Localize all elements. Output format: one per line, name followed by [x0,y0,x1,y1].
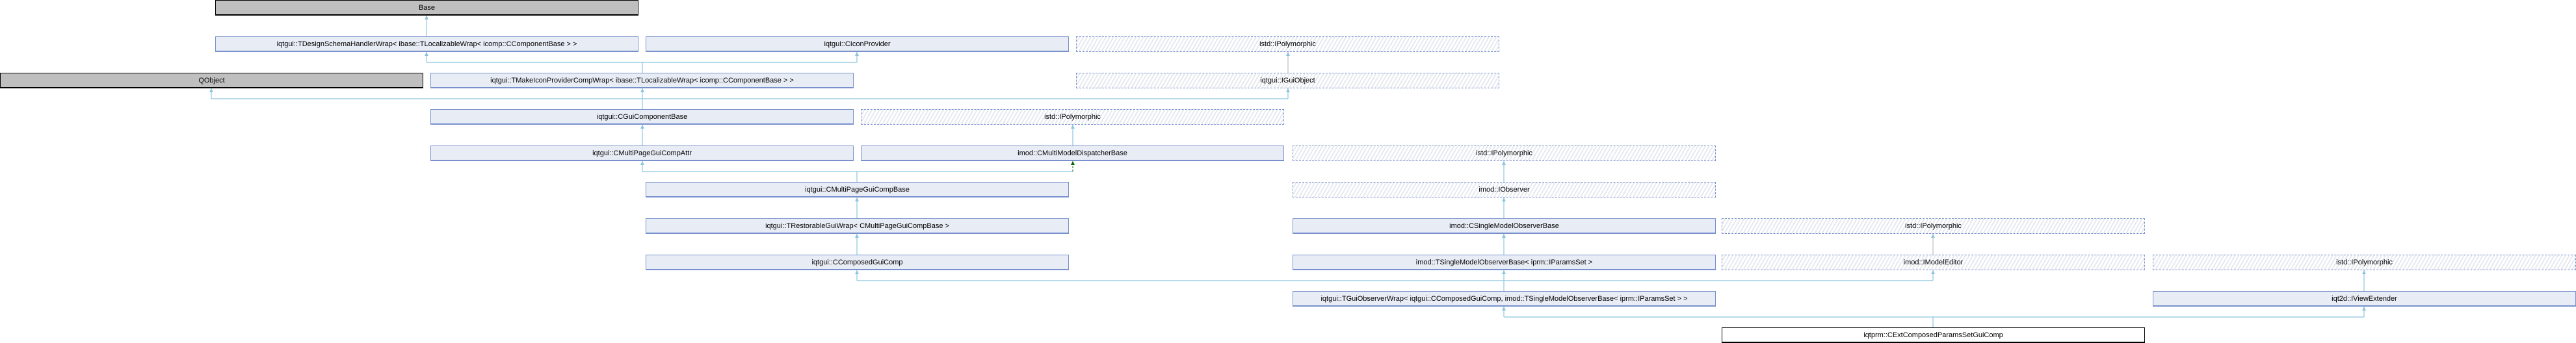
class-node-polymorphic[interactable]: istd::IPolymorphic [2153,255,2576,270]
edge-guicomponentbase-parents [211,88,1289,109]
class-node-tsingle-model-observer-base[interactable]: imod::TSingleModelObserverBase< iprm::IP… [1293,255,1716,270]
class-node-multipage-gui-comp-base[interactable]: iqtgui::CMultiPageGuiCompBase [646,182,1069,197]
class-node-polymorphic[interactable]: istd::IPolymorphic [1293,146,1716,161]
edge-makeicon-parents [426,52,858,73]
class-node-icon-provider[interactable]: iqtgui::CIconProvider [646,36,1069,52]
edge-guiobserverwrap-parents [856,270,1934,291]
class-node-polymorphic[interactable]: istd::IPolymorphic [1722,218,2145,234]
class-node-observer[interactable]: imod::IObserver [1293,182,1716,197]
class-node-base[interactable]: Base [215,0,638,16]
arrowheads [209,16,2366,311]
class-node-model-editor[interactable]: imod::IModelEditor [1722,255,2145,270]
class-node-polymorphic[interactable]: istd::IPolymorphic [1076,36,1499,52]
edge-multipagebase-to-attr [642,161,1073,182]
class-node-polymorphic[interactable]: istd::IPolymorphic [861,109,1284,125]
class-node-view-extender[interactable]: iqt2d::IViewExtender [2153,291,2576,307]
class-node-design-schema-handler-wrap[interactable]: iqtgui::TDesignSchemaHandlerWrap< ibase:… [215,36,638,52]
class-node-gui-component-base[interactable]: iqtgui::CGuiComponentBase [430,109,854,125]
class-node-multipage-gui-comp-attr[interactable]: iqtgui::CMultiPageGuiCompAttr [430,146,854,161]
class-node-make-icon-provider-comp-wrap[interactable]: iqtgui::TMakeIconProviderCompWrap< ibase… [430,73,854,88]
class-node-qobject[interactable]: QObject [0,73,423,88]
class-node-ext-composed-params-set-gui-comp: iqtprm::CExtComposedParamsSetGuiComp [1722,327,2145,343]
edge-extcomposed-parents [1503,307,2365,327]
class-node-gui-object[interactable]: iqtgui::IGuiObject [1076,73,1499,88]
class-node-composed-gui-comp[interactable]: iqtgui::CComposedGuiComp [646,255,1069,270]
class-node-gui-observer-wrap[interactable]: iqtgui::TGuiObserverWrap< iqtgui::CCompo… [1293,291,1716,307]
class-node-single-model-observer-base[interactable]: imod::CSingleModelObserverBase [1293,218,1716,234]
class-node-multi-model-dispatcher-base[interactable]: imod::CMultiModelDispatcherBase [861,146,1284,161]
class-node-restorable-gui-wrap[interactable]: iqtgui::TRestorableGuiWrap< CMultiPageGu… [646,218,1069,234]
